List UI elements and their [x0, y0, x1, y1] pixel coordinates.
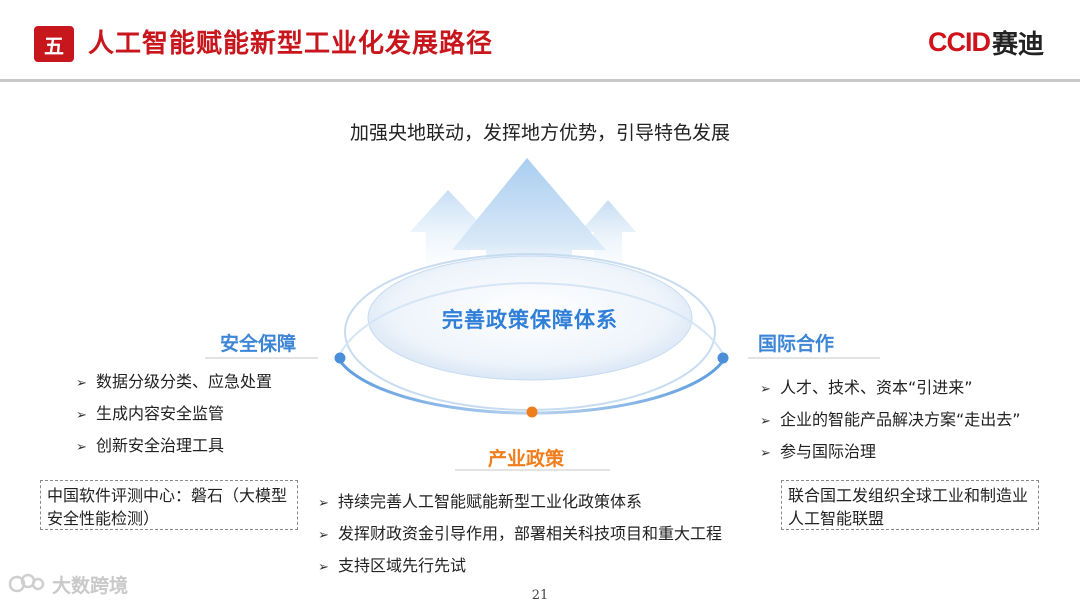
- slide-title: 人工智能赋能新型工业化发展路径: [88, 29, 494, 59]
- dot-right: [717, 352, 729, 364]
- list-item: ➢参与国际治理: [760, 436, 1021, 468]
- ccid-logo: CCID 赛迪: [928, 24, 1044, 60]
- bottom-bullet-list: ➢持续完善人工智能赋能新型工业化政策体系 ➢发挥财政资金引导作用，部署相关科技项…: [318, 486, 722, 582]
- left-note-box: 中国软件评测中心：磐石（大模型安全性能检测）: [40, 480, 298, 530]
- right-note-box: 联合国工发组织全球工业和制造业人工智能联盟: [781, 480, 1039, 530]
- bottom-section-title: 产业政策: [488, 448, 565, 470]
- outer-ring-top: [337, 282, 726, 359]
- right-section-title: 国际合作: [758, 333, 835, 355]
- list-item: ➢企业的智能产品解决方案“走出去”: [760, 404, 1021, 436]
- left-section-title: 安全保障: [220, 333, 297, 355]
- dot-left: [334, 352, 346, 364]
- chevron-right-icon: ➢: [318, 560, 329, 575]
- logo-cn-text: 赛迪: [991, 29, 1044, 60]
- center-label: 完善政策保障体系: [442, 308, 618, 332]
- chevron-right-icon: ➢: [76, 408, 87, 423]
- watermark-logo-icon: [8, 573, 45, 593]
- chevron-right-icon: ➢: [318, 496, 329, 511]
- chevron-right-icon: ➢: [760, 414, 771, 429]
- list-item: ➢人才、技术、资本“引进来”: [760, 372, 1021, 404]
- slide-header: 五 人工智能赋能新型工业化发展路径 CCID 赛迪: [0, 0, 1080, 82]
- left-bullet-list: ➢数据分级分类、应急处置 ➢生成内容安全监管 ➢创新安全治理工具: [76, 366, 272, 462]
- list-item: ➢创新安全治理工具: [76, 430, 272, 462]
- chevron-right-icon: ➢: [760, 446, 771, 461]
- list-item: ➢生成内容安全监管: [76, 398, 272, 430]
- page-number: 21: [531, 588, 549, 603]
- chevron-right-icon: ➢: [76, 376, 87, 391]
- chevron-right-icon: ➢: [318, 528, 329, 543]
- list-item: ➢发挥财政资金引导作用，部署相关科技项目和重大工程: [318, 518, 722, 550]
- list-item: ➢支持区域先行先试: [318, 550, 722, 582]
- slogan-text: 加强央地联动，发挥地方优势，引导特色发展: [349, 122, 730, 144]
- list-item: ➢数据分级分类、应急处置: [76, 366, 272, 398]
- watermark: 大数跨境: [8, 570, 128, 598]
- chevron-right-icon: ➢: [76, 440, 87, 455]
- chevron-right-icon: ➢: [760, 382, 771, 397]
- watermark-text: 大数跨境: [52, 574, 129, 597]
- header-divider: [0, 79, 1080, 82]
- center-disc: [367, 255, 693, 381]
- right-bullet-list: ➢人才、技术、资本“引进来” ➢企业的智能产品解决方案“走出去” ➢参与国际治理: [760, 372, 1021, 468]
- list-item: ➢持续完善人工智能赋能新型工业化政策体系: [318, 486, 722, 518]
- dot-bottom: [526, 406, 538, 418]
- section-number-badge: 五: [34, 26, 74, 62]
- logo-en-text: CCID: [927, 26, 991, 57]
